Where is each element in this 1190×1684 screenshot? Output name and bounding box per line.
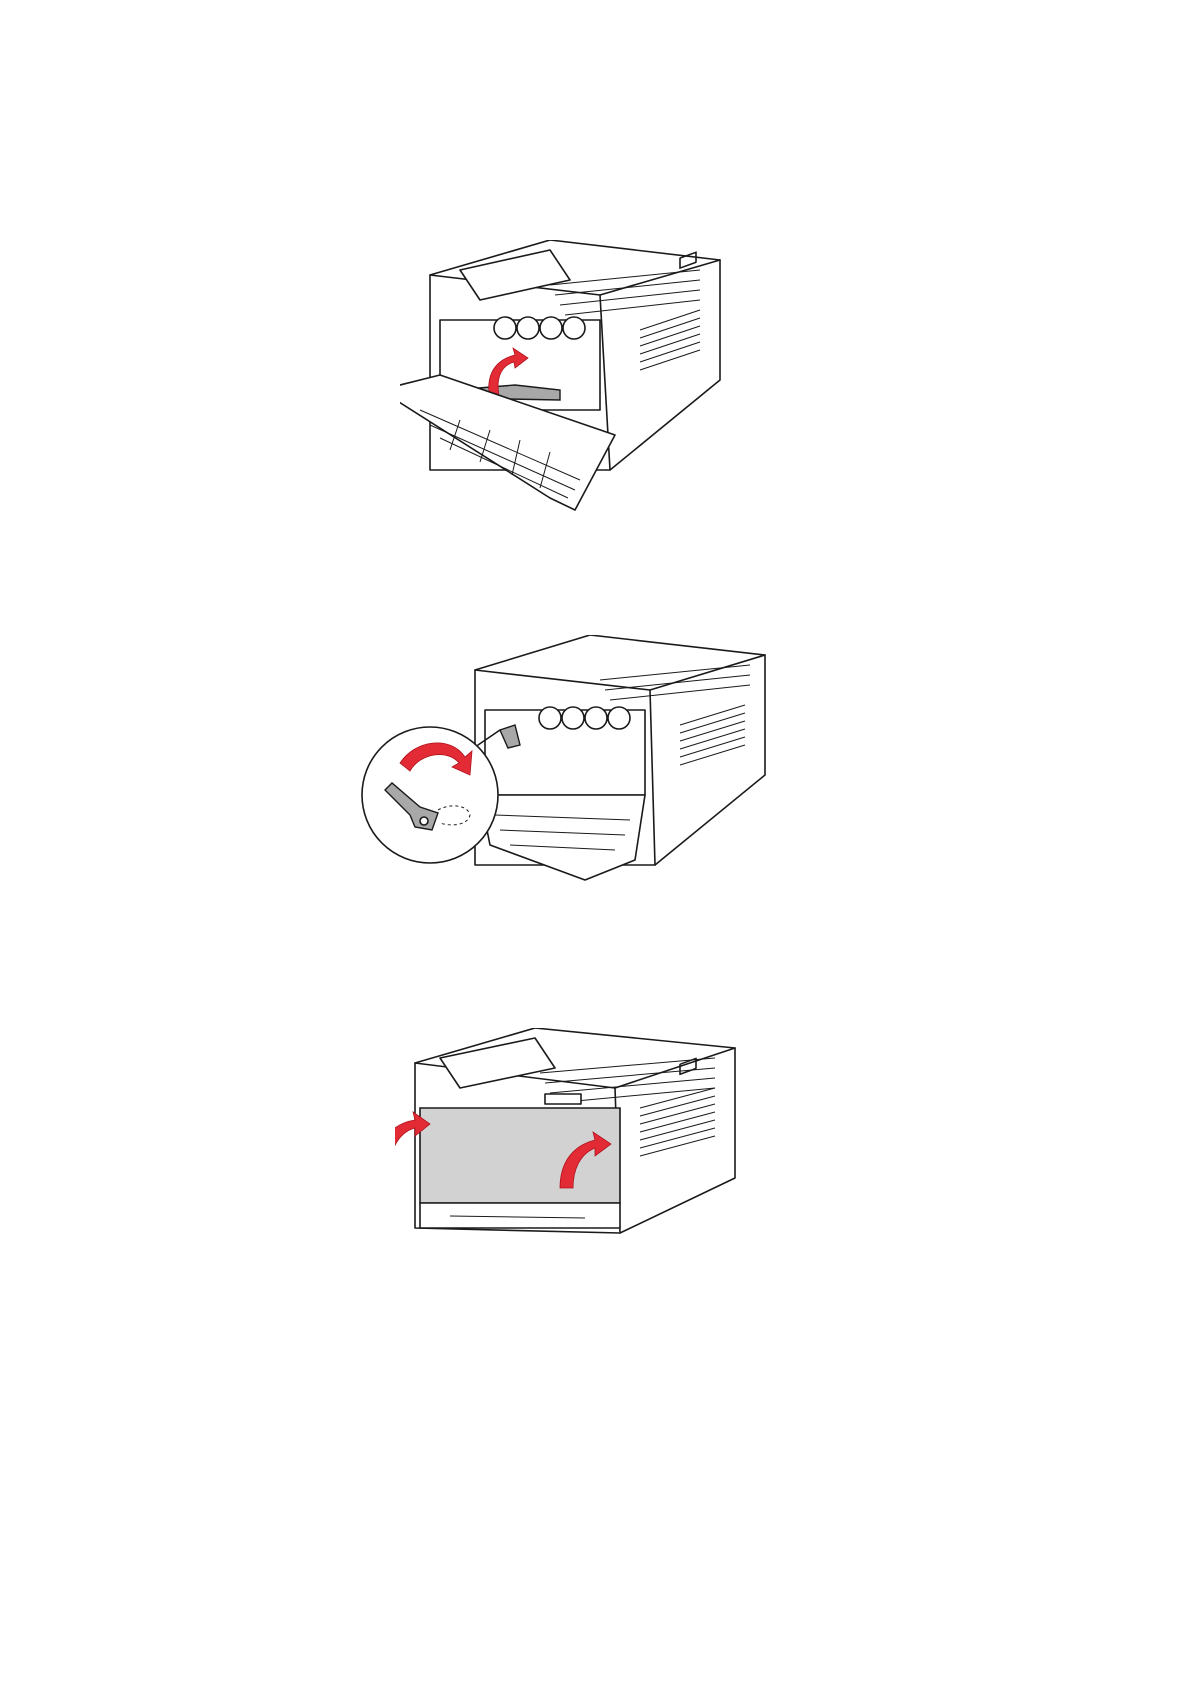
printer-illustration-step-2	[360, 635, 830, 955]
printer-illustration	[395, 1028, 815, 1348]
printer-illustration-step-3	[395, 1028, 815, 1348]
printer-illustration-step-1	[400, 240, 800, 540]
front-door	[420, 1108, 620, 1203]
printer-illustration	[360, 635, 830, 955]
printer-illustration	[400, 240, 800, 540]
